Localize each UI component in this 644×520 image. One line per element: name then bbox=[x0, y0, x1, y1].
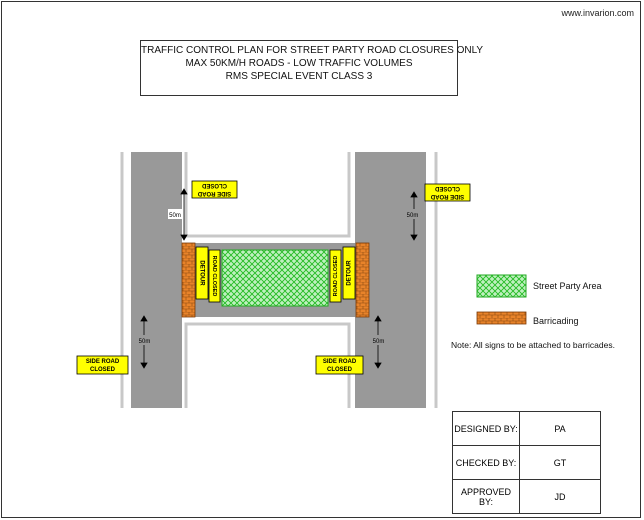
table-row: CHECKED BY: GT bbox=[452, 445, 601, 480]
svg-text:CLOSED: CLOSED bbox=[434, 185, 460, 191]
svg-text:50m: 50m bbox=[373, 339, 385, 345]
table-row: DESIGNED BY: PA bbox=[452, 411, 601, 446]
svg-text:SIDE ROAD: SIDE ROAD bbox=[430, 193, 464, 199]
distance-marker-bottom-right: 50m bbox=[371, 315, 386, 369]
svg-text:ROAD CLOSED: ROAD CLOSED bbox=[211, 256, 217, 297]
svg-text:SIDE ROAD: SIDE ROAD bbox=[197, 190, 231, 196]
svg-text:CLOSED: CLOSED bbox=[327, 367, 353, 373]
left-road bbox=[131, 152, 182, 408]
signs-note: Note: All signs to be attached to barric… bbox=[451, 340, 615, 350]
road-closed-sign-right: ROAD CLOSED bbox=[329, 249, 342, 303]
distance-marker-top-left: 50m bbox=[168, 188, 188, 241]
detour-sign-right: DETOUR bbox=[342, 246, 356, 300]
legend-barricade-swatch bbox=[476, 311, 527, 325]
title-line-3: RMS SPECIAL EVENT CLASS 3 bbox=[225, 71, 373, 82]
table-row: APPROVED BY: JD bbox=[452, 479, 601, 514]
title-line-1: TRAFFIC CONTROL PLAN FOR STREET PARTY RO… bbox=[141, 45, 484, 56]
approved-by-value: JD bbox=[519, 479, 601, 514]
distance-marker-bottom-left: 50m bbox=[137, 315, 152, 369]
side-road-closed-sign-bottom-right: SIDE ROAD CLOSED bbox=[315, 355, 364, 375]
svg-text:CLOSED: CLOSED bbox=[201, 182, 227, 188]
side-road-closed-sign-top-left: SIDE ROAD CLOSED bbox=[191, 180, 238, 199]
svg-text:SIDE ROAD: SIDE ROAD bbox=[323, 359, 357, 365]
approved-by-label: APPROVED BY: bbox=[452, 479, 520, 514]
road-closed-sign-left: ROAD CLOSED bbox=[208, 249, 221, 303]
barricade-right bbox=[355, 242, 370, 318]
svg-text:DETOUR: DETOUR bbox=[347, 260, 353, 286]
detour-sign-left: DETOUR bbox=[195, 246, 209, 300]
svg-text:50m: 50m bbox=[169, 213, 181, 219]
checked-by-value: GT bbox=[519, 445, 601, 480]
barricade-left bbox=[181, 242, 196, 318]
designed-by-label: DESIGNED BY: bbox=[452, 411, 520, 446]
side-road-closed-sign-top-right: SIDE ROAD CLOSED bbox=[424, 183, 471, 202]
svg-text:ROAD CLOSED: ROAD CLOSED bbox=[333, 256, 339, 297]
title-line-2: MAX 50KM/H ROADS - LOW TRAFFIC VOLUMES bbox=[185, 58, 413, 69]
distance-marker-top-right: 50m bbox=[405, 191, 420, 241]
svg-text:SIDE ROAD: SIDE ROAD bbox=[86, 359, 120, 365]
signoff-table: DESIGNED BY: PA CHECKED BY: GT APPROVED … bbox=[452, 411, 601, 514]
designed-by-value: PA bbox=[519, 411, 601, 446]
svg-text:CLOSED: CLOSED bbox=[90, 367, 116, 373]
svg-text:50m: 50m bbox=[407, 213, 419, 219]
legend-party-label: Street Party Area bbox=[533, 281, 602, 291]
svg-text:DETOUR: DETOUR bbox=[198, 260, 204, 286]
svg-text:50m: 50m bbox=[139, 339, 151, 345]
checked-by-label: CHECKED BY: bbox=[452, 445, 520, 480]
street-party-area bbox=[221, 249, 329, 307]
legend-barricade-label: Barricading bbox=[533, 316, 579, 326]
side-road-closed-sign-bottom-left: SIDE ROAD CLOSED bbox=[76, 355, 129, 375]
website-url: www.invarion.com bbox=[561, 8, 634, 18]
plan-title: TRAFFIC CONTROL PLAN FOR STREET PARTY RO… bbox=[140, 40, 484, 96]
legend-party-swatch bbox=[476, 274, 527, 298]
